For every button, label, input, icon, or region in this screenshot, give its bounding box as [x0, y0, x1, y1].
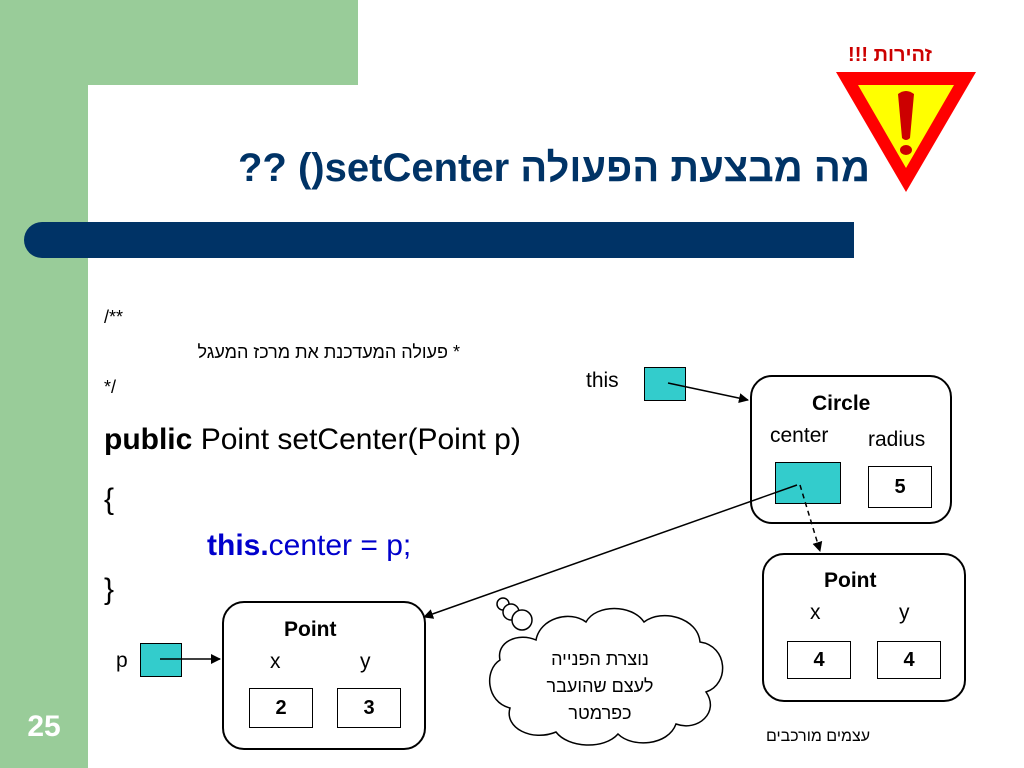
code-this-keyword: this. — [207, 529, 269, 562]
content-corner — [88, 85, 238, 235]
point-right-x-value: 4 — [787, 641, 851, 679]
circle-center-reference-box — [775, 462, 841, 504]
this-label: this — [586, 369, 619, 392]
code-comment-close: */ — [104, 377, 117, 397]
code-public-keyword: public — [104, 423, 193, 456]
cloud-line-3: כפרמטר — [568, 703, 632, 723]
sidebar-band — [0, 0, 88, 768]
point-right-y-value: 4 — [877, 641, 941, 679]
slide-title: מה מבצעת הפעולה setCenter() ?? — [238, 146, 870, 190]
circle-radius-value: 5 — [868, 466, 932, 508]
cloud-text: נוצרת הפנייה לעצם שהועבר כפרמטר — [500, 646, 700, 727]
thought-cloud — [488, 597, 724, 746]
code-body-line: this.center = p; — [207, 529, 411, 563]
point-left-x-value: 2 — [249, 688, 313, 728]
arrow-center-to-left-point — [423, 484, 798, 619]
warning-triangle-icon — [836, 72, 976, 192]
circle-title: Circle — [812, 392, 871, 415]
arrow-center-to-right-point-dashed — [799, 484, 823, 552]
title-underline-bar — [24, 222, 854, 258]
point-right-x-label: x — [810, 601, 821, 624]
code-signature-rest: Point setCenter(Point p) — [200, 423, 521, 456]
point-right-title: Point — [824, 569, 877, 592]
page-number: 25 — [27, 710, 61, 743]
circle-center-label: center — [770, 424, 829, 447]
code-comment-text: * פעולה המעדכנת את מרכז המעגל — [197, 342, 460, 362]
p-label: p — [116, 649, 128, 672]
top-band — [88, 0, 358, 85]
point-left-x-label: x — [270, 650, 281, 673]
point-left-y-value: 3 — [337, 688, 401, 728]
point-right-y-label: y — [899, 601, 910, 624]
this-reference-box — [644, 367, 686, 401]
circle-radius-label: radius — [868, 428, 926, 451]
point-left-title: Point — [284, 618, 337, 641]
arrow-this-to-circle — [667, 382, 749, 404]
code-comment-open: /** — [104, 307, 124, 327]
warning-label: זהירות !!! — [848, 44, 932, 66]
point-left-y-label: y — [360, 650, 371, 673]
code-close-brace: } — [104, 573, 115, 606]
p-reference-box — [140, 643, 182, 677]
cloud-line-2: לעצם שהועבר — [546, 676, 654, 696]
cloud-line-1: נוצרת הפנייה — [551, 649, 649, 669]
code-body-rest: center = p; — [268, 529, 412, 562]
code-signature: public Point setCenter(Point p) — [104, 423, 521, 457]
code-open-brace: { — [104, 483, 115, 516]
slide-footer: עצמים מורכבים — [765, 728, 870, 745]
